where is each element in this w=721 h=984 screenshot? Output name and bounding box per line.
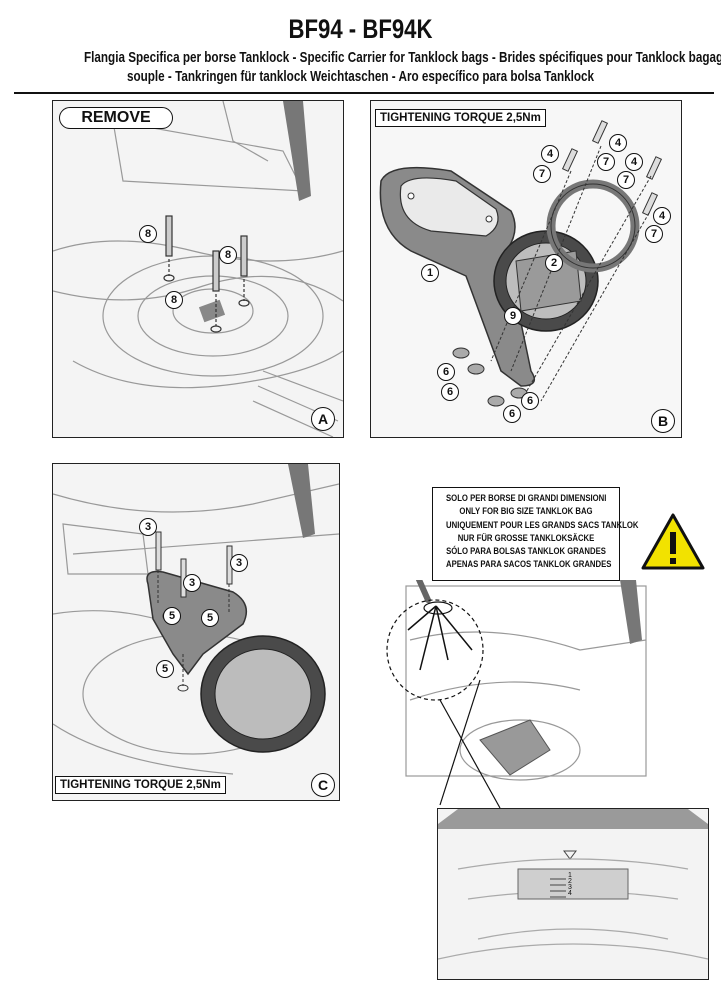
panel-b-tightening: TIGHTENING TORQUE 2,5Nm 4 7 4 7 4 7 4 7 … — [370, 100, 682, 438]
callout-6: 6 — [521, 392, 539, 410]
warning-line-fr: UNIQUEMENT POUR LES GRANDS SACS TANKLOK — [446, 519, 639, 530]
document-title: BF94 - BF94K — [288, 14, 433, 44]
inset-scale-mark-3: 3 — [568, 884, 572, 891]
panel-letter-b: B — [651, 409, 675, 433]
callout-7: 7 — [617, 171, 635, 189]
warning-line-en: ONLY FOR BIG SIZE TANKLOK BAG — [459, 506, 593, 517]
callout-3: 3 — [230, 554, 248, 572]
callout-4: 4 — [653, 207, 671, 225]
callout-7: 7 — [645, 225, 663, 243]
callout-6: 6 — [437, 363, 455, 381]
callout-4: 4 — [541, 145, 559, 163]
panel-a-illustration — [53, 101, 343, 437]
big-bag-warning-box: SOLO PER BORSE DI GRANDI DIMENSIONI ONLY… — [432, 487, 639, 581]
callout-3: 3 — [139, 518, 157, 536]
callout-8: 8 — [219, 246, 237, 264]
warning-triangle-icon — [641, 513, 705, 570]
subtitle-line-1: Flangia Specifica per borse Tanklock - S… — [83, 49, 721, 66]
subtitle-line-2: souple - Tankringen für tanklock Weichta… — [126, 68, 595, 85]
callout-8: 8 — [165, 291, 183, 309]
callout-7: 7 — [533, 165, 551, 183]
callout-9: 9 — [504, 307, 522, 325]
panel-c-install: 3 3 3 5 5 5 TIGHTENING TORQUE 2,5Nm C — [52, 463, 340, 801]
callout-4: 4 — [625, 153, 643, 171]
handlebar-detail-illustration — [386, 580, 647, 809]
inset-scale-mark-1: 1 — [568, 872, 572, 879]
header-divider — [14, 92, 714, 94]
inset-scale-mark-2: 2 — [568, 878, 572, 885]
tank-scale-inset: 1 2 3 4 — [437, 808, 709, 980]
remove-label: REMOVE — [59, 107, 173, 129]
inset-scale-mark-4: 4 — [568, 890, 572, 897]
torque-label: TIGHTENING TORQUE 2,5Nm — [55, 776, 226, 794]
panel-b-illustration — [379, 120, 663, 407]
callout-1: 1 — [421, 264, 439, 282]
callout-6: 6 — [441, 383, 459, 401]
callout-3: 3 — [183, 574, 201, 592]
panel-a-remove: REMOVE 8 8 8 A — [52, 100, 344, 438]
inset-illustration — [438, 809, 708, 960]
warning-line-pt: APENAS PARA SACOS TANKLOK GRANDES — [446, 559, 612, 570]
callout-5: 5 — [201, 609, 219, 627]
callout-8: 8 — [139, 225, 157, 243]
callout-5: 5 — [156, 660, 174, 678]
callout-4: 4 — [609, 134, 627, 152]
callout-2: 2 — [545, 254, 563, 272]
callout-6: 6 — [503, 405, 521, 423]
panel-letter-a: A — [311, 407, 335, 431]
panel-c-illustration — [53, 464, 339, 775]
callout-7: 7 — [597, 153, 615, 171]
torque-label: TIGHTENING TORQUE 2,5Nm — [375, 109, 546, 127]
callout-5: 5 — [163, 607, 181, 625]
warning-line-it: SOLO PER BORSE DI GRANDI DIMENSIONI — [446, 493, 607, 503]
warning-line-de: NUR FÜR GROSSE TANKLOKSÄCKE — [457, 532, 595, 543]
warning-line-es: SÓLO PARA BOLSAS TANKLOK GRANDES — [446, 546, 606, 557]
panel-letter-c: C — [311, 773, 335, 797]
